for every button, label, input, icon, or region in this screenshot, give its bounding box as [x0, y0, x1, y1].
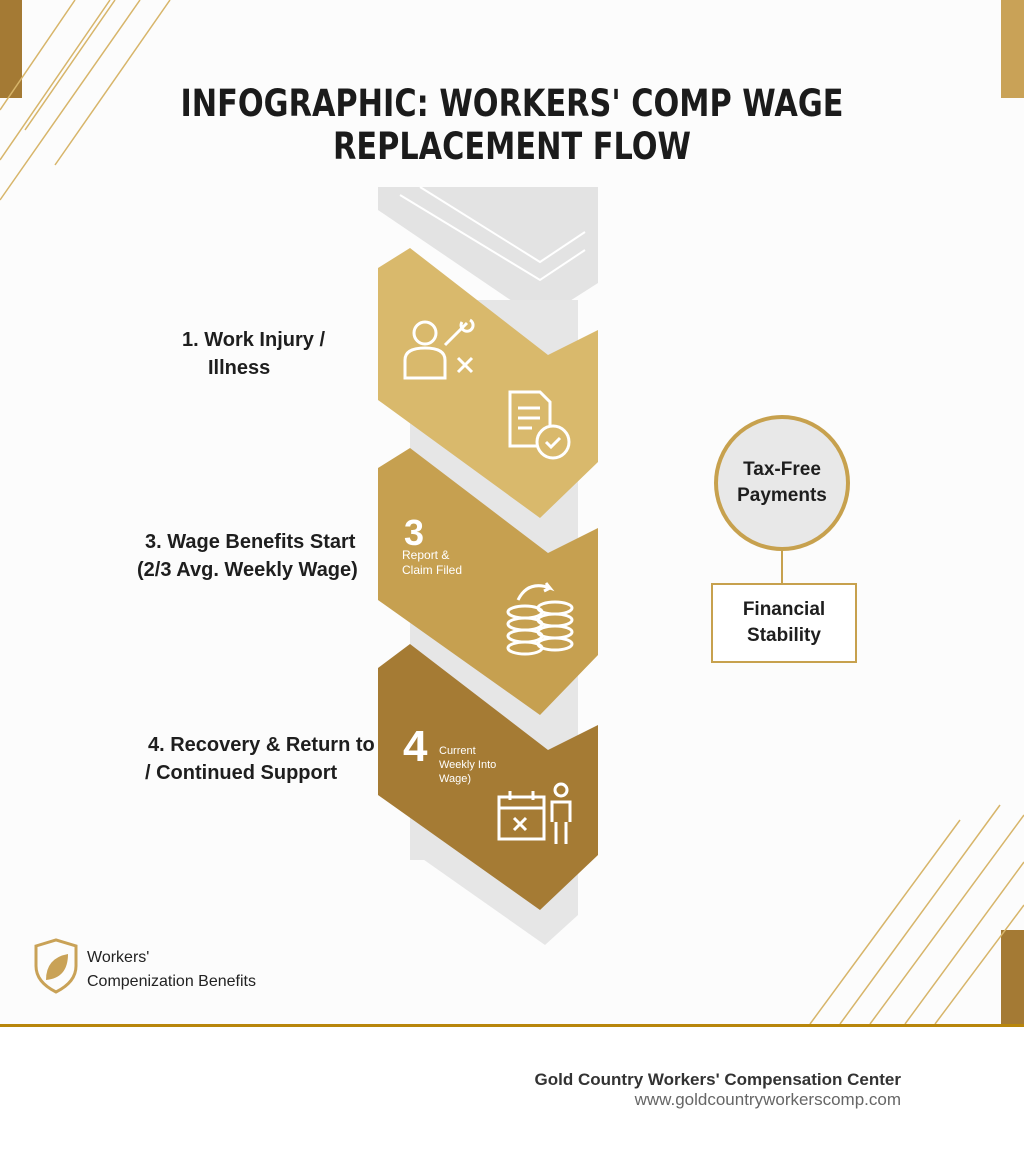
step-1-label: 1. Work Injury / Illness [182, 326, 325, 382]
circle-line2: Payments [737, 485, 827, 506]
diagonal-lines-bottom-right [809, 804, 1024, 1025]
org-info: Gold Country Workers' Compensation Cente… [535, 1070, 901, 1110]
org-name: Gold Country Workers' Compensation Cente… [534, 1070, 901, 1089]
corner-bar-top-left [0, 0, 22, 98]
badge-line2: Compenization Benefits [87, 973, 256, 990]
step-3-number: 3 [404, 512, 425, 553]
corner-bar-bottom-right [1001, 930, 1024, 1024]
step-3-panel-text: Report & Claim Filed [402, 548, 462, 578]
injured-worker-wrench-icon [403, 318, 475, 380]
step-4-number: 4 [403, 722, 428, 771]
shield-leaf-icon [34, 938, 78, 994]
step-4-panel-text: Current Weekly Into Wage) [439, 744, 496, 786]
step-3-label-line2: (2/3 Avg. Weekly Wage) [137, 559, 358, 581]
box-line1: Financial [742, 599, 826, 620]
step-4-panel-line2: Weekly Into [439, 759, 497, 771]
corner-bar-top-right [1001, 0, 1024, 98]
step-3-label: 3. Wage Benefits Start (2/3 Avg. Weekly … [137, 528, 358, 584]
org-url[interactable]: www.goldcountryworkerscomp.com [634, 1090, 901, 1109]
step-4-label-line2: / Continued Support [145, 762, 338, 784]
calendar-person-icon [497, 782, 572, 844]
step-3-label-line1: 3. Wage Benefits Start [145, 531, 356, 553]
step-4-label-line1: 4. Recovery & Return to [148, 734, 375, 756]
step-1-label-line1: 1. Work Injury / [182, 329, 325, 351]
benefits-badge-text: Workers' Compenization Benefits [87, 946, 256, 994]
footer [0, 1024, 1024, 1154]
coins-transfer-icon [506, 582, 574, 656]
step-4-label: 4. Recovery & Return to / Continued Supp… [145, 731, 375, 787]
step-4-panel-line3: Wage) [439, 773, 471, 785]
page-title: INFOGRAPHIC: WORKERS' COMP WAGE REPLACEM… [180, 82, 844, 168]
circle-line1: Tax-Free [743, 459, 821, 480]
step-3-panel-line1: Report & [402, 548, 450, 562]
step-4-panel-line1: Current [439, 745, 476, 757]
badge-line1: Workers' [87, 949, 150, 966]
diagonal-lines-top-left [0, 0, 171, 201]
panel-step-4 [378, 644, 598, 910]
step-1-label-line2: Illness [208, 357, 271, 379]
step-3-panel-line2: Claim Filed [402, 563, 463, 577]
document-clock-icon [508, 390, 571, 460]
box-line2: Stability [747, 625, 821, 646]
